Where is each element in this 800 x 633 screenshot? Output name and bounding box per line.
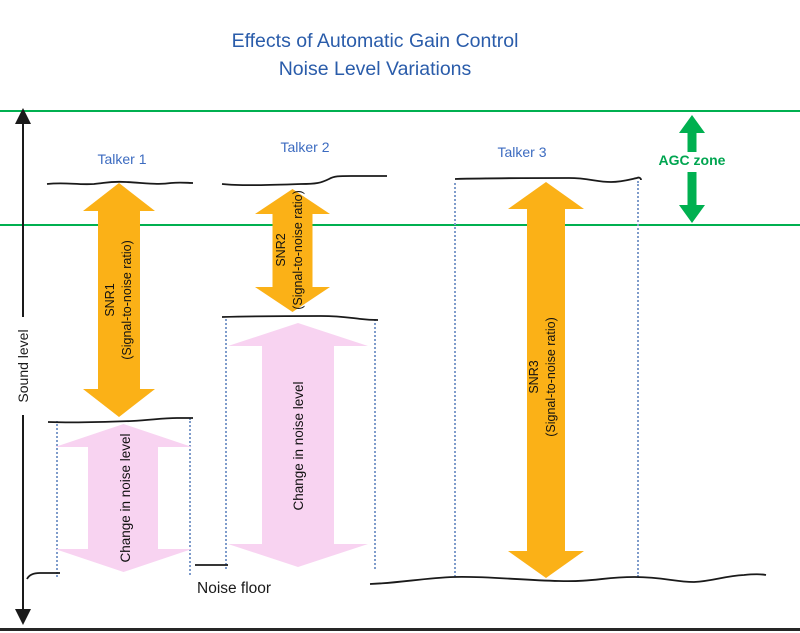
agc-zone-arrow-down-icon	[679, 172, 705, 223]
talker-1-noise-line	[47, 417, 193, 424]
talker-2-change-label: Change in noise level	[291, 381, 306, 511]
snr1-arrow	[83, 183, 155, 417]
talker-1-change-label: Change in noise level	[118, 433, 133, 563]
talker-1-label: Talker 1	[97, 151, 147, 167]
talker-1-right-guide	[189, 418, 191, 575]
talker-2-noise-line	[221, 315, 379, 321]
snr3-title: SNR3	[527, 360, 541, 394]
agc-lower-boundary-line	[0, 224, 800, 226]
snr2-arrow	[255, 189, 330, 312]
noise-floor-middle-line	[195, 564, 228, 566]
talker-2-signal-line	[221, 175, 387, 187]
talker-1-noise-change-arrow	[55, 424, 192, 572]
talker-2-left-guide	[225, 319, 227, 569]
snr1-subtitle: (Signal-to-noise ratio)	[120, 240, 134, 360]
noise-floor-label: Noise floor	[197, 580, 272, 597]
snr1-label: SNR1 (Signal-to-noise ratio)	[102, 220, 136, 380]
title-line-1: Effects of Automatic Gain Control	[231, 30, 519, 52]
agc-zone-arrow-up-icon	[679, 115, 705, 152]
talker-3-label: Talker 3	[497, 144, 547, 160]
axis-arrow-up-icon	[15, 108, 31, 124]
agc-zone-label: AGC zone	[658, 152, 726, 168]
talker-2-label: Talker 2	[280, 139, 330, 155]
axis-arrow-down-icon	[15, 609, 31, 625]
snr2-subtitle: (Signal-to-noise ratio)	[291, 190, 305, 310]
snr2-title: SNR2	[274, 233, 288, 267]
talker-1-signal-line	[46, 180, 194, 186]
talker-3-signal-line	[454, 176, 642, 183]
sound-level-axis-label: Sound level	[13, 317, 33, 415]
bottom-boundary-line	[0, 628, 800, 631]
talker-3-right-guide	[637, 181, 639, 577]
talker-3-left-guide	[454, 183, 456, 577]
snr3-arrow	[508, 182, 584, 578]
snr3-subtitle: (Signal-to-noise ratio)	[544, 317, 558, 437]
snr2-label: SNR2 (Signal-to-noise ratio)	[273, 170, 307, 330]
snr1-title: SNR1	[103, 283, 117, 317]
snr3-label: SNR3 (Signal-to-noise ratio)	[526, 297, 560, 457]
agc-upper-boundary-line	[0, 110, 800, 112]
talker-1-left-guide	[56, 421, 58, 577]
title-line-2: Noise Level Variations	[278, 58, 472, 80]
noise-floor-left-line	[26, 572, 60, 580]
talker-2-noise-change-arrow	[228, 323, 368, 567]
noise-floor-right-line	[369, 573, 767, 585]
page-title: Effects of Automatic Gain Control Noise …	[135, 27, 615, 83]
talker-2-right-guide	[374, 319, 376, 569]
